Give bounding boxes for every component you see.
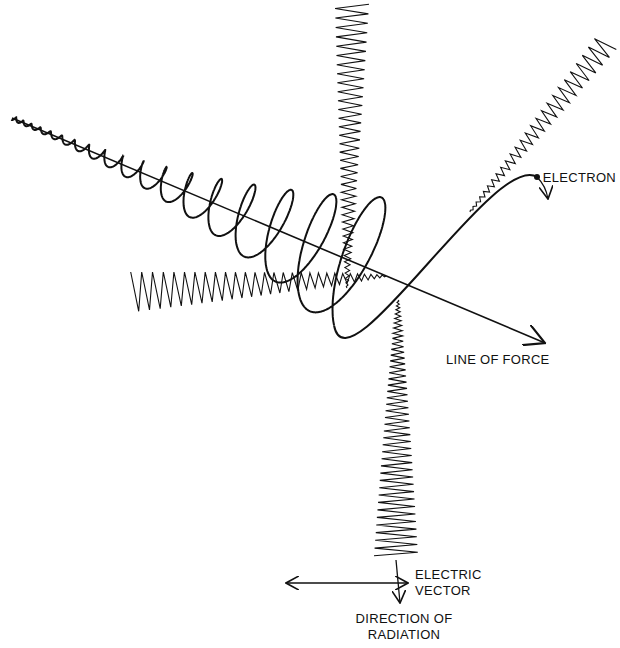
- line-of-force: [12, 118, 545, 343]
- electron-helix: [11, 118, 385, 326]
- radiation-direction-label: DIRECTION OF RADIATION: [342, 611, 466, 643]
- radiation-beam: [374, 300, 418, 556]
- electron-label: ELECTRON: [543, 170, 616, 186]
- electron-path: [334, 175, 537, 338]
- radiation-beam: [470, 39, 616, 212]
- line-of-force-label: LINE OF FORCE: [446, 352, 550, 368]
- electric-vector-label: ELECTRIC VECTOR: [415, 567, 482, 599]
- radiation-beam: [335, 4, 369, 288]
- electric-vector-arrow: [286, 582, 408, 583]
- radiation-direction-arrow: [396, 560, 400, 603]
